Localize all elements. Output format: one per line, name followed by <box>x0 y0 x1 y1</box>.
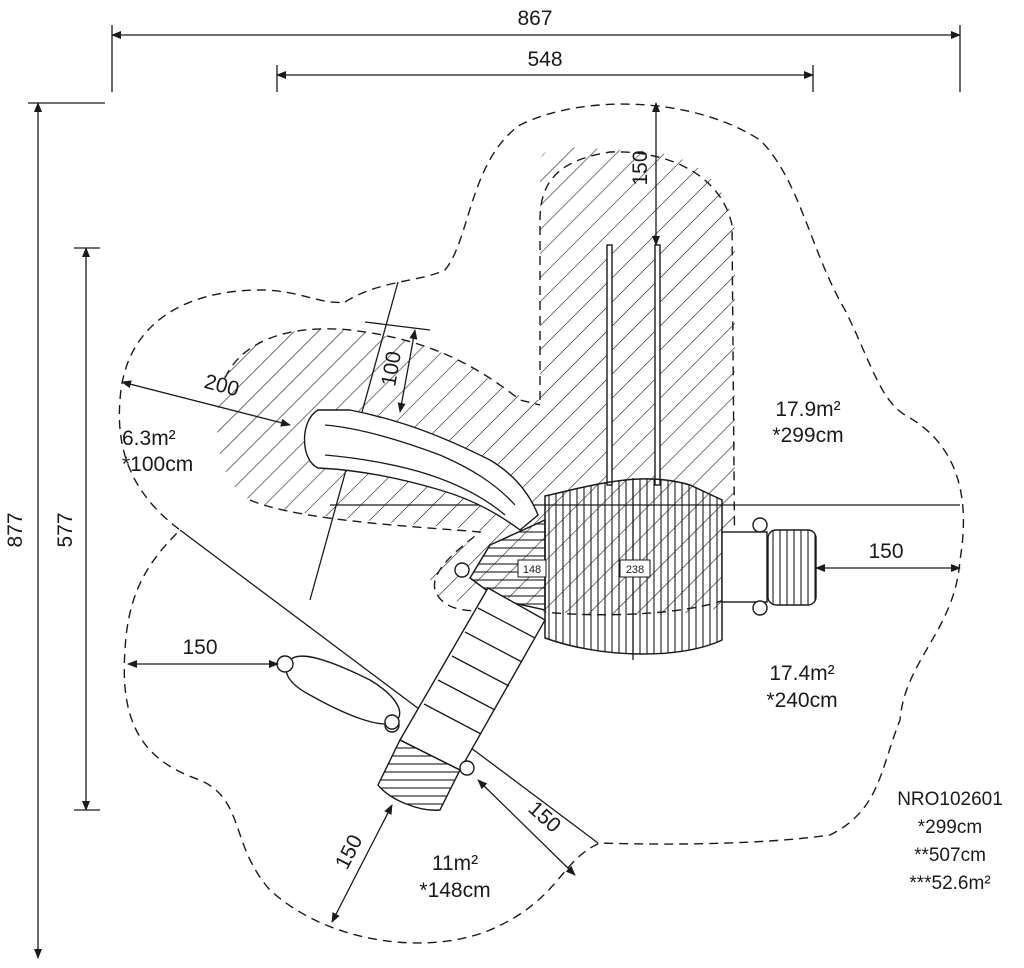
total-area: ***52.6m² <box>909 873 990 894</box>
top-clearance-label: 150 <box>629 150 652 185</box>
right-zone-height: *240cm <box>766 689 837 712</box>
climbing-ramp <box>399 587 546 771</box>
bottom-left-clearance-label: 150 <box>331 831 367 873</box>
high-platform-tag: 238 <box>626 564 644 576</box>
right-access-frame <box>721 531 768 603</box>
top-right-zone-height: *299cm <box>772 424 843 447</box>
low-platform-tag-box <box>517 559 547 578</box>
overall-height-label: 877 <box>4 512 27 547</box>
slide-inner-rail <box>324 424 516 506</box>
beam-post-left <box>276 655 294 673</box>
fireman-pole-right <box>654 244 661 486</box>
ramp-foot <box>377 739 461 811</box>
slide-inner-rail-2 <box>324 454 506 516</box>
safety-zone-outline <box>118 103 965 944</box>
beam-post-right <box>384 714 400 730</box>
max-fall-height: *299cm <box>918 817 982 838</box>
inner-height-label: 577 <box>54 512 77 547</box>
bottom-left-clearance-dimension-line <box>331 804 393 923</box>
slide-width-dimension-line <box>397 329 418 413</box>
slide-exit-dimension-line <box>121 380 291 427</box>
product-code: NRO102601 <box>897 789 1003 810</box>
slide-post <box>454 562 470 578</box>
top-right-zone-area: 17.9m² <box>775 398 840 421</box>
overall-width-label: 867 <box>517 7 552 30</box>
bottom-right-clearance-dimension-line <box>477 779 576 876</box>
inner-width-label: 548 <box>527 48 562 71</box>
left-clearance-label: 150 <box>182 636 217 659</box>
fireman-pole-left <box>606 244 613 486</box>
balance-beam <box>285 655 401 725</box>
bottom-zone-height: *148cm <box>419 879 490 902</box>
right-post-top <box>752 517 768 533</box>
ramp-post-right <box>459 760 475 776</box>
slide-zone-height: *100cm <box>122 453 193 476</box>
ramp-rungs <box>423 607 536 735</box>
right-clearance-label: 150 <box>868 540 903 563</box>
low-tower-platform <box>469 518 546 611</box>
right-ramp <box>767 529 817 606</box>
high-platform-tag-box <box>619 559 651 578</box>
free-height: **507cm <box>914 845 986 866</box>
right-post-bottom <box>752 600 768 616</box>
bottom-zone-area: 11m² <box>432 852 478 875</box>
right-zone-area: 17.4m² <box>769 662 834 685</box>
tube-slide <box>303 409 539 531</box>
low-platform-tag: 148 <box>523 564 541 576</box>
slide-zone-area: 6.3m² <box>122 427 176 450</box>
